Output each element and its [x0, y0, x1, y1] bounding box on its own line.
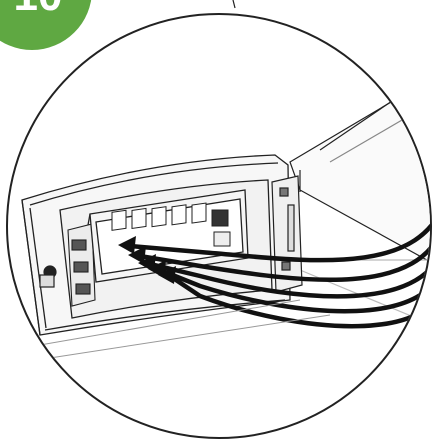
top-tick — [232, 0, 236, 9]
cabinet-scene — [21, 64, 430, 359]
mounting-bracket-left — [67, 223, 96, 307]
step-badge: 10 — [0, 0, 92, 50]
arrowheads — [118, 236, 176, 284]
detail-circle — [6, 13, 432, 439]
cable-arrow-icon — [137, 217, 430, 282]
cable-arrow-icon — [127, 197, 430, 263]
step-number: 10 — [14, 0, 63, 20]
lock-icon — [39, 265, 57, 288]
door-hinge-icon — [271, 175, 303, 293]
cable-group — [127, 197, 430, 329]
cable-arrow-icon — [147, 237, 430, 299]
cable-arrow-icon — [157, 255, 430, 314]
cabinet-floor — [39, 299, 331, 359]
cable-arrow-icon — [167, 273, 430, 329]
outlet-row — [111, 202, 231, 247]
